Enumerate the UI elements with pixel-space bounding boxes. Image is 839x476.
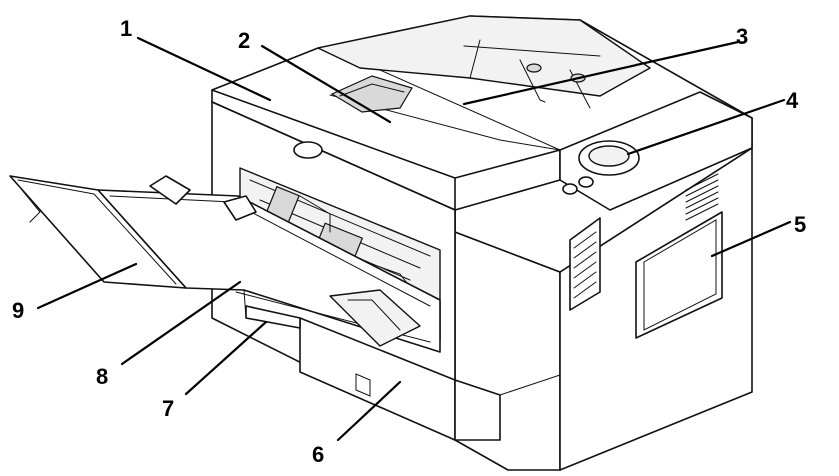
callout-9: 9 — [12, 298, 24, 323]
callout-6: 6 — [312, 442, 324, 467]
callout-2: 2 — [238, 28, 250, 53]
leader-line-7 — [184, 320, 268, 396]
side-vent-upper — [685, 173, 719, 221]
logo-badge — [293, 141, 323, 159]
panel-button-left — [562, 183, 578, 195]
mp-tray-extension — [9, 175, 187, 289]
rear-output-area — [317, 15, 651, 97]
top-cover-handle — [330, 75, 413, 113]
callout-8: 8 — [96, 364, 108, 389]
callout-3: 3 — [736, 24, 748, 49]
leader-line-6 — [336, 380, 402, 442]
printer-illustration — [9, 15, 753, 471]
leader-line-4 — [626, 98, 786, 156]
rear-side-cover — [635, 211, 723, 339]
leader-line-3 — [462, 40, 740, 106]
callout-4: 4 — [786, 88, 799, 113]
callout-5: 5 — [794, 212, 806, 237]
leader-lines — [36, 36, 792, 442]
leader-line-1 — [136, 36, 272, 102]
side-vent-lower — [569, 217, 601, 311]
leader-line-8 — [120, 280, 242, 366]
callout-labels: 1 2 3 4 5 6 7 8 9 — [12, 16, 806, 467]
callout-7: 7 — [162, 396, 174, 421]
panel-button-right — [578, 176, 594, 188]
callout-1: 1 — [120, 16, 132, 41]
leader-line-9 — [36, 262, 138, 310]
operation-panel — [559, 91, 753, 211]
leader-line-2 — [260, 44, 392, 124]
leader-line-5 — [710, 220, 792, 258]
